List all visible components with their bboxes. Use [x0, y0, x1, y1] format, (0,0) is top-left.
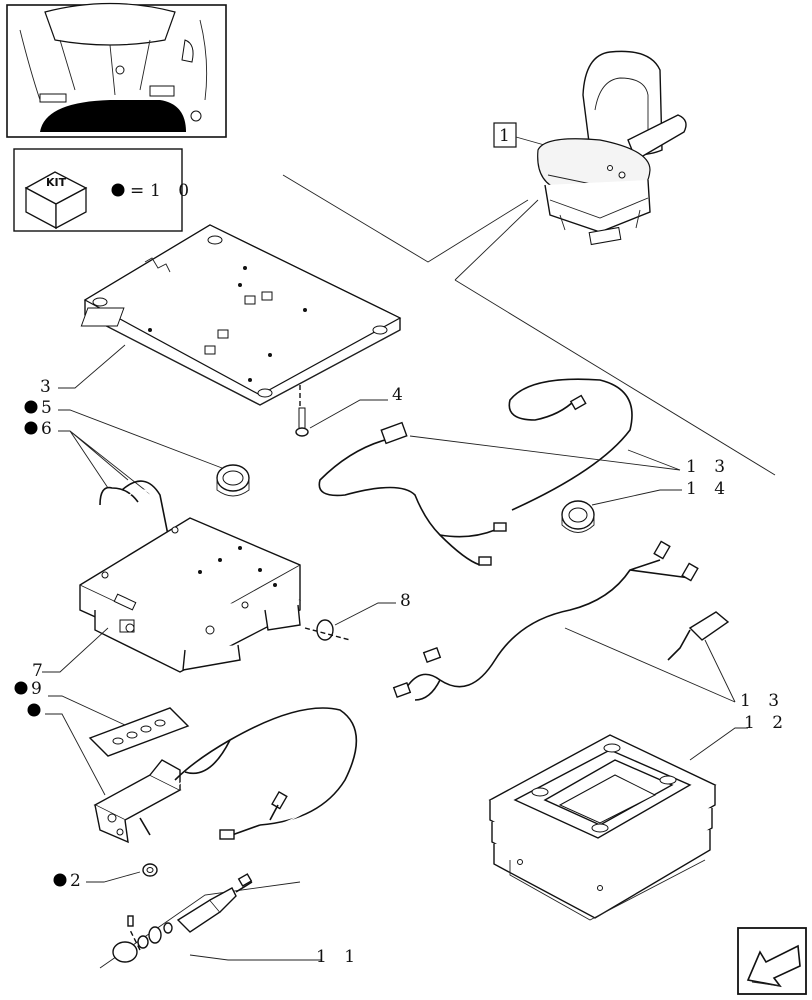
callout-3: 3 [40, 377, 57, 397]
clamp-ring [216, 464, 250, 497]
screw: 4 [295, 385, 409, 437]
harness-connector-1 [493, 522, 507, 532]
callout-13-lower: 1 3 [740, 691, 785, 711]
connector-b [271, 790, 288, 810]
harness-plug [380, 421, 408, 445]
callout-6: 6 [41, 419, 58, 439]
kit-label: KIT [46, 176, 67, 189]
guide-line-lower [454, 279, 776, 476]
suspension-body: 7 [32, 517, 301, 681]
seat-plate [80, 224, 402, 425]
kit-equals: = [130, 181, 150, 201]
callout-11: 1 1 [316, 947, 361, 967]
kit-legend: KIT = 1 0 [13, 148, 195, 232]
next-page-arrow-icon[interactable] [737, 927, 807, 995]
callout-14: 1 4 [686, 479, 731, 499]
connector-a [219, 829, 235, 840]
left-callouts-bottom: 9 [14, 679, 126, 796]
wiring-harness-upper: 1 3 [318, 378, 731, 566]
harness-connector-5 [392, 682, 412, 698]
kit-marker-actuator [27, 703, 41, 717]
callout-2: 2 [70, 871, 87, 891]
kit-marker-dot [111, 183, 125, 197]
actuator-with-cable [93, 707, 358, 844]
kit-marker-5 [24, 400, 38, 414]
callout-1: 1 [499, 126, 516, 146]
callout-5: 5 [41, 398, 58, 418]
guide-line-upper [282, 174, 529, 263]
kit-marker-2 [53, 873, 67, 887]
callout-box-1 [493, 122, 517, 148]
clamp: 1 4 [561, 479, 731, 533]
callout-8: 8 [400, 591, 417, 611]
bellows-skirt: 1 2 [488, 713, 789, 921]
switch-knob [112, 941, 138, 963]
kit-marker-6 [24, 421, 38, 435]
harness-connector-6 [653, 540, 671, 560]
harness-connector-3 [569, 394, 587, 411]
spacer-plate [88, 707, 190, 757]
left-callouts-top: 3 5 6 [24, 344, 223, 495]
harness-connector-4 [422, 647, 442, 663]
seat-assembly: 1 [493, 50, 687, 246]
wiring-harness-lower: 1 3 [392, 540, 785, 711]
callout-4: 4 [392, 385, 409, 405]
harness-connector-7 [681, 562, 699, 582]
callout-9: 9 [31, 679, 48, 699]
harness-connector-2 [478, 556, 492, 566]
switch-kit: 1 1 [99, 873, 361, 969]
kit-reference: 1 0 [150, 181, 195, 201]
guide-line-seat [454, 199, 539, 281]
callout-7: 7 [32, 661, 49, 681]
nut: 2 [53, 863, 158, 891]
location-thumbnail [6, 2, 227, 138]
callout-13-upper: 1 3 [686, 457, 731, 477]
kit-marker-9 [14, 681, 28, 695]
grommet: 8 [304, 591, 417, 641]
callout-12: 1 2 [744, 713, 789, 733]
